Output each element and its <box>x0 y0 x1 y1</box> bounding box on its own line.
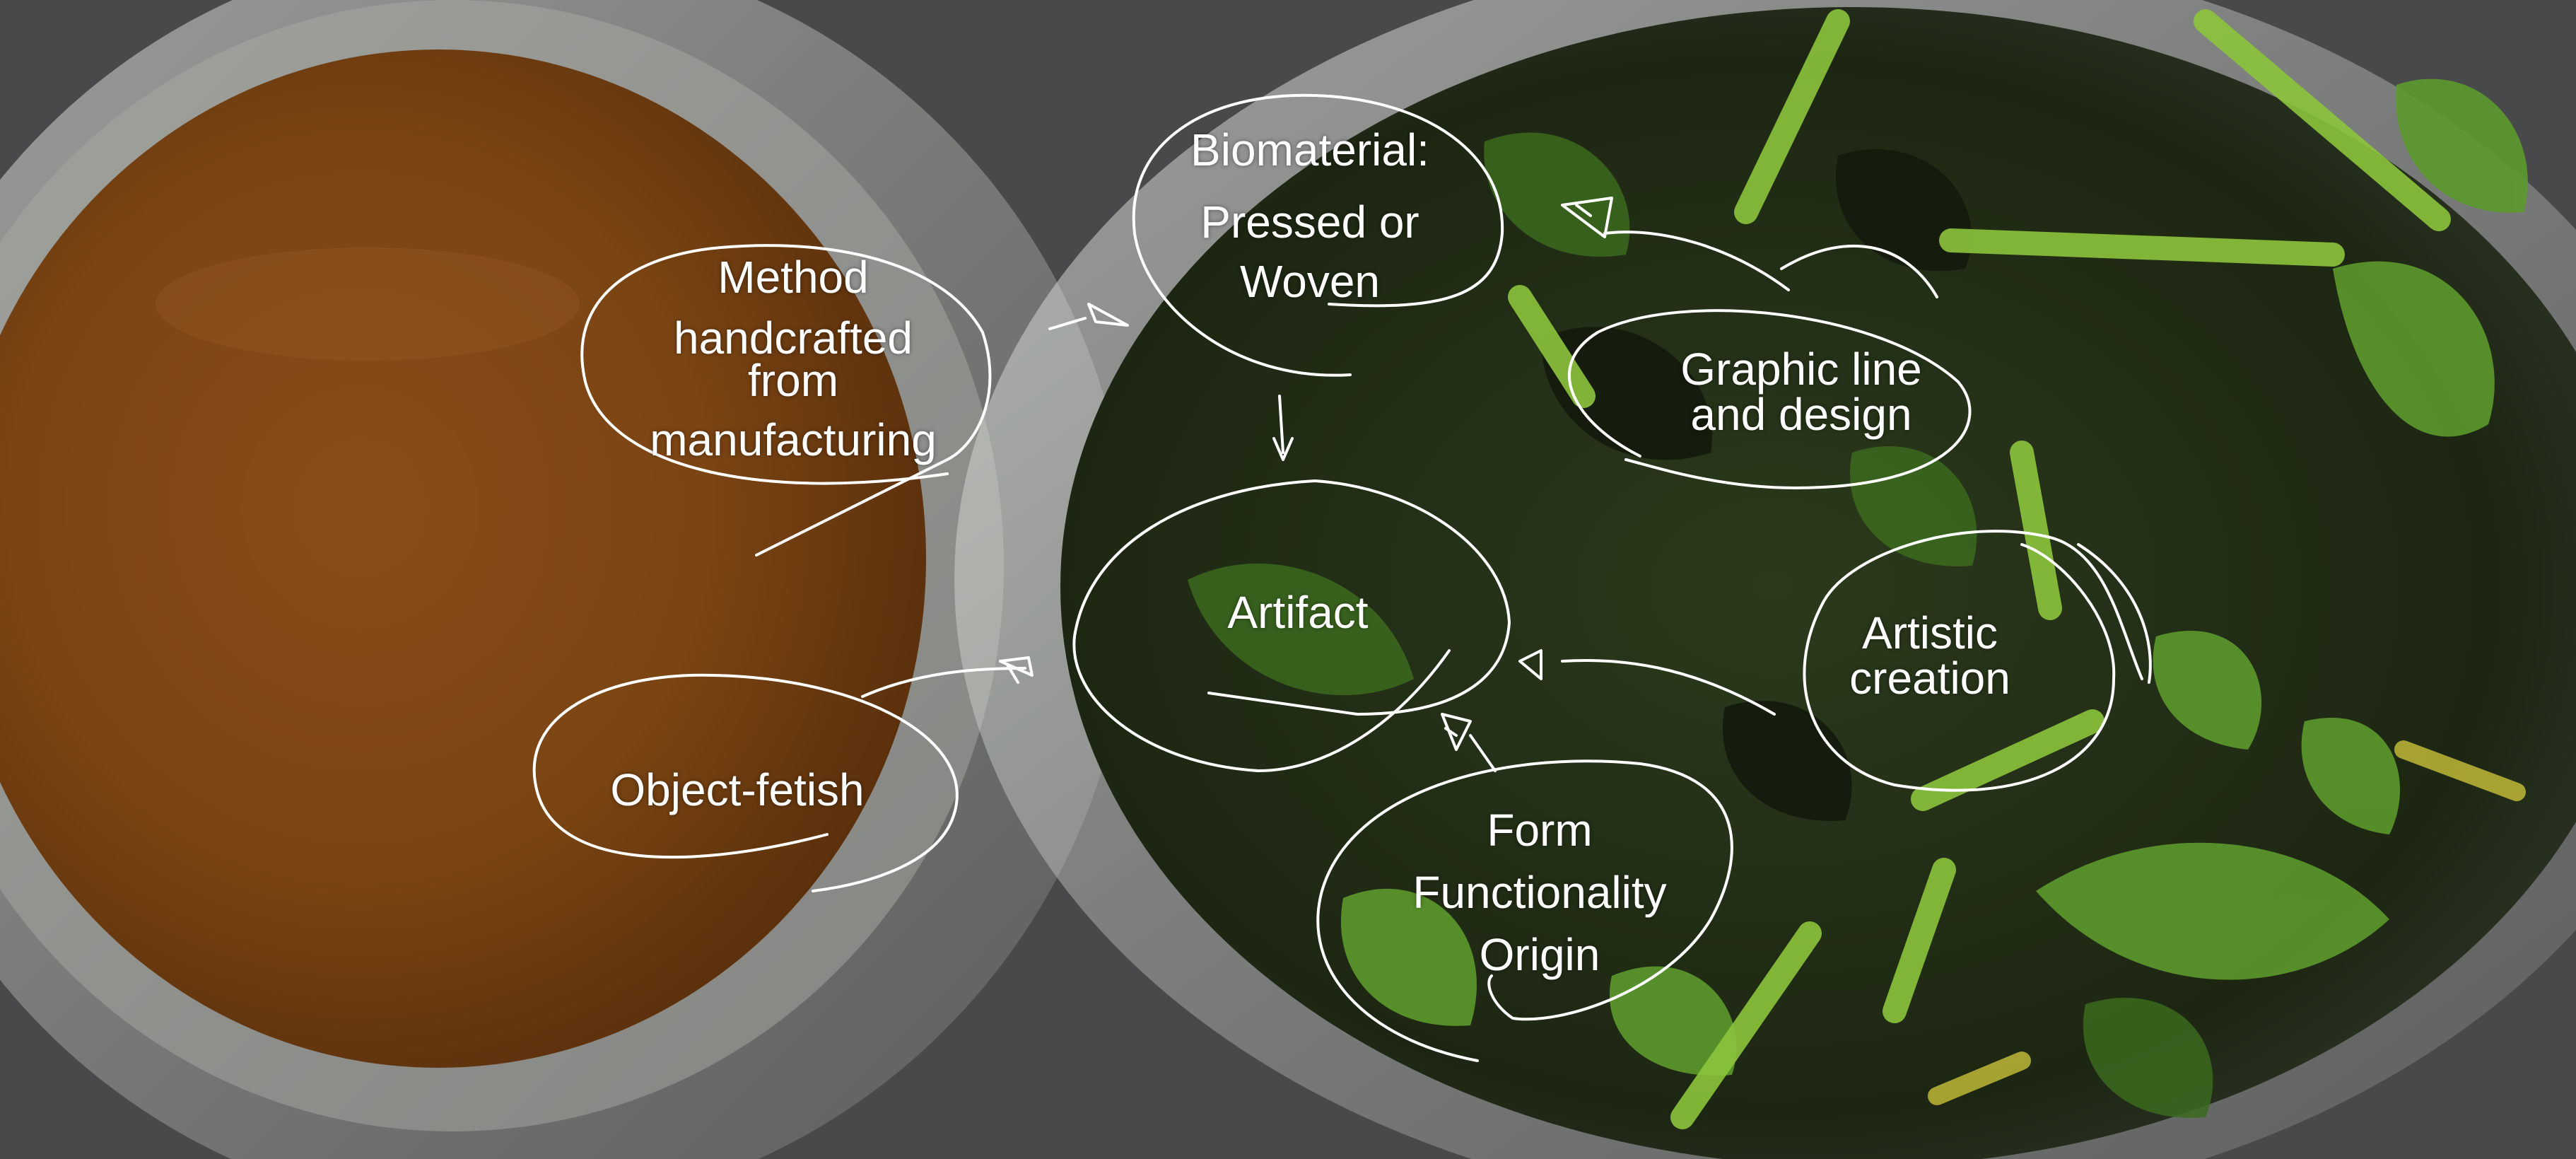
artifact-line1: Artifact <box>1227 590 1368 635</box>
biomaterial-line1: Pressed or <box>1190 199 1429 245</box>
node-artistic: Artistic creation <box>1849 610 2010 701</box>
node-method: Method handcrafted from manufacturing <box>650 255 937 462</box>
graphic-line2: and design <box>1680 392 1922 437</box>
method-line1: Method <box>650 255 937 300</box>
artistic-line1: Artistic <box>1849 610 2010 656</box>
form-line3: Origin <box>1412 932 1666 977</box>
node-form: Form Functionality Origin <box>1412 808 1666 977</box>
object-fetish-line1: Object-fetish <box>610 767 864 813</box>
form-line1: Form <box>1412 808 1666 853</box>
artistic-line2: creation <box>1849 656 2010 701</box>
biomaterial-line2: Woven <box>1190 259 1429 304</box>
biomaterial-title: Biomaterial: <box>1190 127 1429 173</box>
node-object-fetish: Object-fetish <box>610 767 864 813</box>
method-line3: from <box>650 358 937 403</box>
method-line2: handcrafted <box>650 315 937 361</box>
method-line4: manufacturing <box>650 417 937 462</box>
node-artifact: Artifact <box>1227 590 1368 635</box>
form-line2: Functionality <box>1412 870 1666 915</box>
node-graphic: Graphic line and design <box>1680 346 1922 437</box>
node-biomaterial: Biomaterial: Pressed or Woven <box>1190 127 1429 304</box>
graphic-line1: Graphic line <box>1680 346 1922 392</box>
